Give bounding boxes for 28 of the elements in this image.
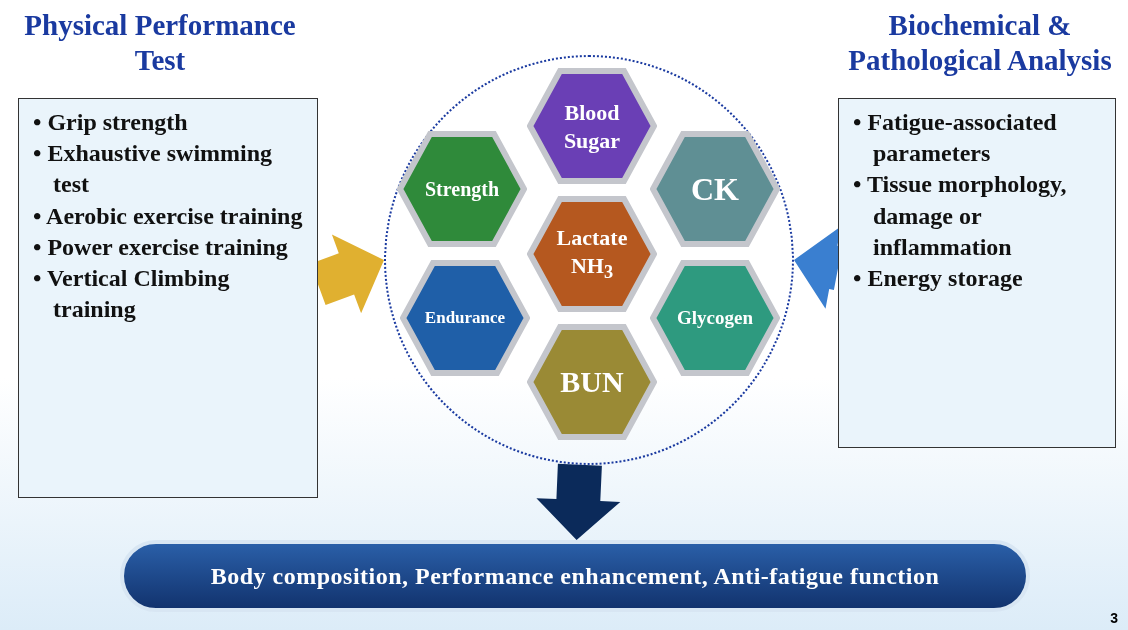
hexagon-label: BUN [559, 364, 625, 401]
bullet-item: • Grip strength [33, 108, 189, 137]
page-number: 3 [1110, 610, 1118, 626]
bullet-item: • Fatigue-associated parameters [853, 108, 1058, 169]
hexagon [650, 260, 780, 376]
bullet-item: • Vertical Climbing training [33, 263, 231, 325]
hexagon [397, 131, 527, 247]
hexagon [527, 68, 657, 184]
bullet-item: • Energy storage [853, 263, 1024, 293]
hexagon-label: Lactate NH$_{3}$ [555, 224, 629, 284]
hexagon-label: CK [690, 170, 740, 209]
hexagon [650, 131, 780, 247]
bullet-item: • Exhaustive swimming test [33, 139, 274, 200]
hexagon-label: Blood Sugar [562, 98, 622, 154]
bullet-item: • Power exercise training [33, 232, 289, 262]
dotted-circle [384, 55, 794, 465]
panel-heading: Physical Performance Test [23, 8, 297, 78]
hexagon-label: Glycogen [676, 306, 754, 330]
bullet-item: • Aerobic exercise training [33, 201, 304, 231]
panel-heading: Biochemical & Pathological Analysis [847, 8, 1113, 78]
hexagon-label: Endurance [423, 307, 507, 329]
hexagon [527, 324, 657, 440]
hexagon [527, 196, 657, 312]
hexagon [400, 260, 530, 376]
banner: Body composition, Performance enhancement, Anti-fatigue function [120, 540, 1030, 612]
hexagon-label: Strength [423, 176, 501, 202]
block-arrow [536, 463, 621, 540]
bullet-item: • Tissue morphology, damage or inflammation [853, 170, 1068, 262]
